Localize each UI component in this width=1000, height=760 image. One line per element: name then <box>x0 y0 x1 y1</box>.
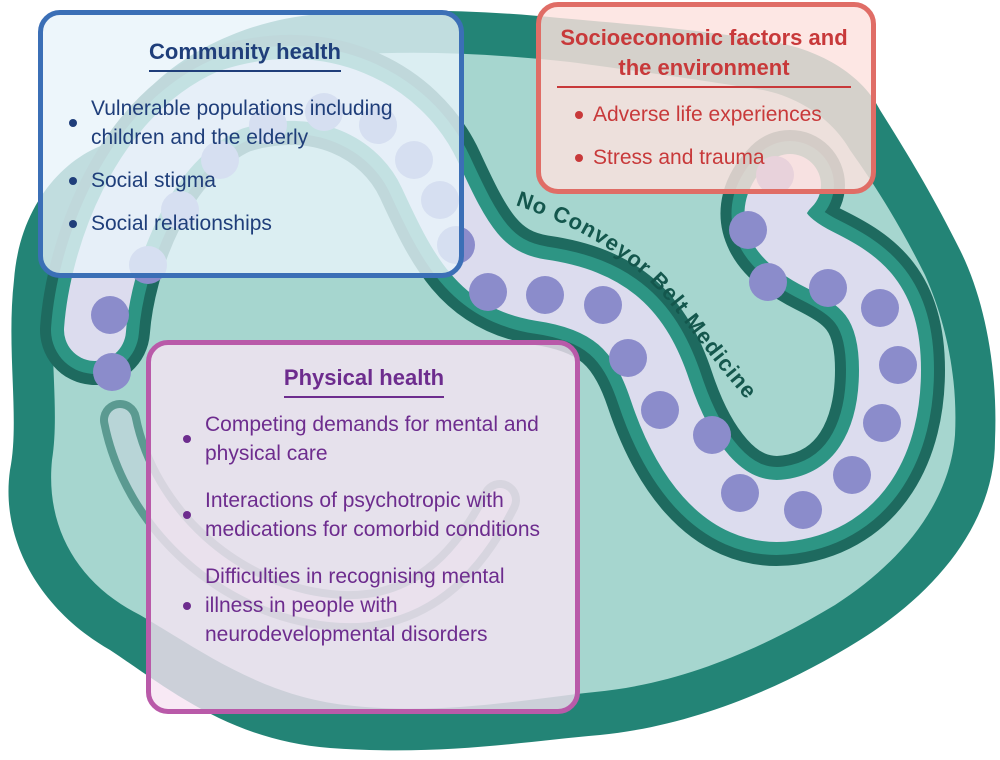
belt-dot <box>526 276 564 314</box>
belt-dot <box>91 296 129 334</box>
belt-dot <box>721 474 759 512</box>
belt-dot <box>693 416 731 454</box>
belt-dot <box>879 346 917 384</box>
socioeconomic-list: Adverse life experiences Stress and trau… <box>547 100 861 172</box>
list-item: Difficulties in recognising mental illne… <box>163 562 565 649</box>
list-item: Competing demands for mental and physica… <box>163 410 565 468</box>
list-item: Social stigma <box>49 166 441 195</box>
belt-dot <box>833 456 871 494</box>
list-item: Social relationships <box>49 209 441 238</box>
list-item: Interactions of psychotropic with medica… <box>163 486 565 544</box>
community-health-box: Community health Vulnerable populations … <box>38 10 464 278</box>
belt-dot <box>861 289 899 327</box>
belt-dot <box>863 404 901 442</box>
belt-dot <box>584 286 622 324</box>
socioeconomic-title: Socioeconomic factors and the environmen… <box>547 23 861 88</box>
list-item: Stress and trauma <box>547 143 861 172</box>
belt-dot <box>93 353 131 391</box>
list-item: Vulnerable populations including childre… <box>49 94 441 152</box>
physical-health-title: Physical health <box>163 363 565 398</box>
physical-health-box: Physical health Competing demands for me… <box>146 340 580 714</box>
community-health-title: Community health <box>49 37 441 72</box>
community-health-list: Vulnerable populations including childre… <box>49 94 441 238</box>
belt-dot <box>641 391 679 429</box>
belt-dot <box>749 263 787 301</box>
socioeconomic-box: Socioeconomic factors and the environmen… <box>536 2 876 194</box>
belt-dot <box>609 339 647 377</box>
list-item: Adverse life experiences <box>547 100 861 129</box>
belt-dot <box>729 211 767 249</box>
belt-dot <box>809 269 847 307</box>
belt-dot <box>469 273 507 311</box>
belt-dot <box>784 491 822 529</box>
physical-health-list: Competing demands for mental and physica… <box>163 410 565 649</box>
